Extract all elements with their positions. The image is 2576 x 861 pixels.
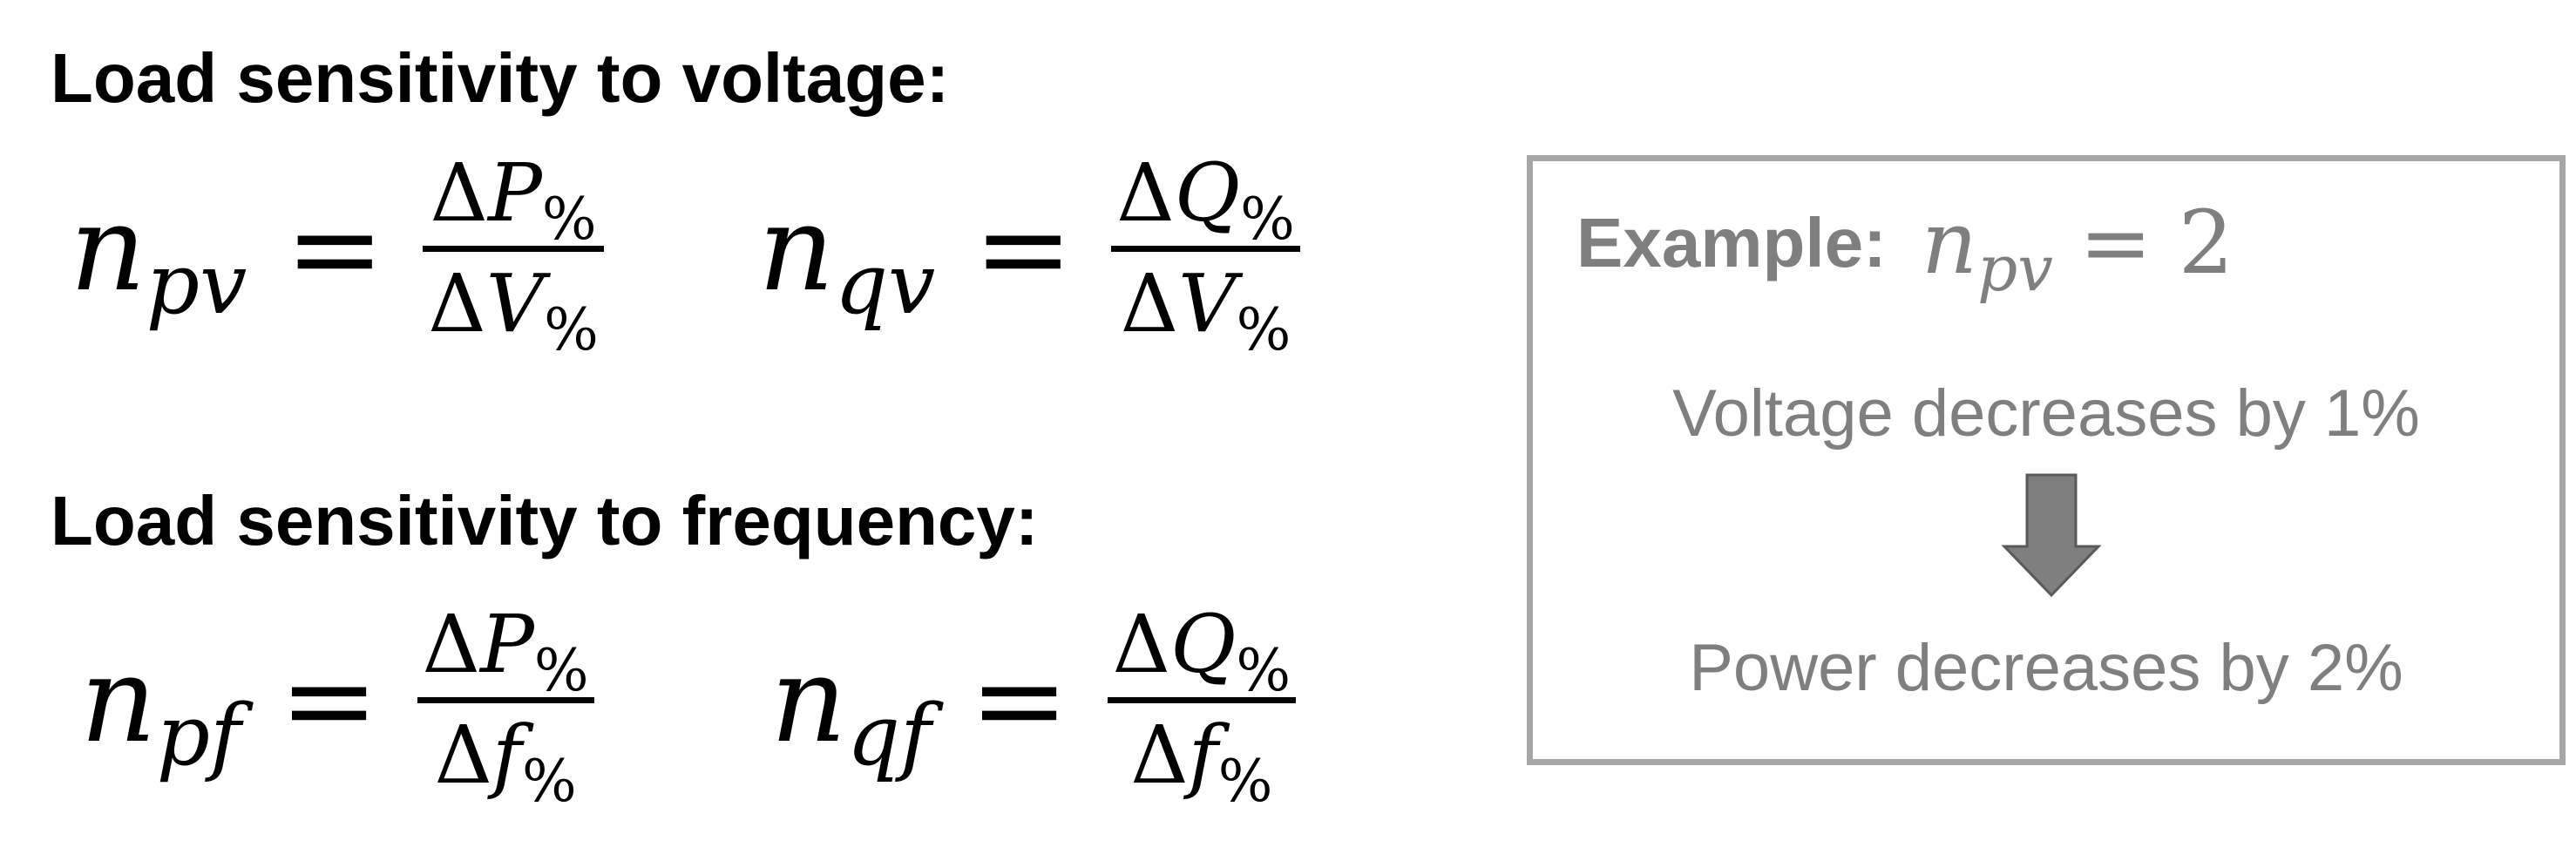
equation-nqv-base: n [758,180,835,318]
equation-nqf-subscript: qf [846,686,932,784]
fraction: ΔQ% Δf% [1107,605,1297,810]
denominator-variable: V [485,257,545,350]
equation-npv-lhs: npv [70,190,247,326]
numerator-variable: P [487,146,542,240]
example-voltage-statement: Voltage decreases by 1% [1672,376,2420,451]
fraction-denominator: ΔV% [1115,252,1297,359]
fraction-numerator: ΔP% [425,153,602,248]
example-equation: npv=2 [1922,200,2234,301]
equals-sign: = [2078,192,2152,294]
numerator-variable: P [479,598,534,691]
equation-npf-base: n [80,631,157,769]
fraction-numerator: ΔQ% [1111,153,1300,248]
fraction-numerator: ΔQ% [1108,605,1297,700]
equation-nqv: nqv = ΔQ% ΔV% [758,153,1300,359]
fraction-denominator: Δf% [1125,703,1278,810]
fraction-denominator: Δf% [429,703,581,810]
equation-npv-subscript: pv [146,234,247,333]
numerator-variable: Q [1169,598,1237,691]
delta-symbol: Δ [1130,708,1189,802]
fraction-bar [417,697,594,703]
percent-subscript: % [1236,637,1291,705]
equation-npv: npv = ΔP% ΔV% [70,153,604,359]
example-box: Example: npv=2 Voltage decreases by 1% P… [1527,155,2566,765]
equals-sign: = [969,631,1069,769]
percent-subscript: % [541,186,597,254]
example-value: 2 [2178,192,2234,294]
denominator-variable: f [491,708,522,802]
fraction-bar [1107,697,1297,703]
percent-subscript: % [1236,296,1291,364]
fraction-bar [423,246,604,252]
delta-symbol: Δ [428,257,486,350]
down-arrow-icon [2001,473,2102,598]
example-equation-base: n [1921,192,1978,294]
fraction: ΔQ% ΔV% [1111,153,1300,359]
delta-symbol: Δ [1116,146,1175,240]
equation-nqf-lhs: nqf [770,641,932,777]
numerator-variable: Q [1174,146,1241,240]
percent-subscript: % [521,748,577,816]
delta-symbol: Δ [430,146,488,240]
denominator-variable: V [1178,257,1237,350]
example-power-statement: Power decreases by 2% [1689,631,2403,705]
equals-sign: = [279,631,379,769]
fraction-denominator: ΔV% [423,252,604,359]
delta-symbol: Δ [1120,257,1179,350]
heading-voltage-sensitivity: Load sensitivity to voltage: [51,39,950,117]
fraction-bar [1111,246,1300,252]
example-header: Example: npv=2 [1576,200,2234,301]
equation-npf: npf = ΔP% Δf% [80,605,594,810]
percent-subscript: % [533,637,589,705]
percent-subscript: % [1217,748,1273,816]
delta-symbol: Δ [1112,598,1170,691]
delta-symbol: Δ [422,598,480,691]
denominator-variable: f [1188,708,1218,802]
percent-subscript: % [544,296,599,364]
fraction-numerator: ΔP% [417,605,594,700]
equation-npf-lhs: npf [80,641,241,777]
equals-sign: = [285,180,385,318]
equation-nqv-subscript: qv [834,234,936,333]
fraction: ΔP% ΔV% [423,153,604,359]
heading-frequency-sensitivity: Load sensitivity to frequency: [51,482,1039,559]
equation-nqf-base: n [770,631,847,769]
example-equation-subscript: pv [1977,232,2053,306]
percent-subscript: % [1240,186,1295,254]
equation-nqv-lhs: nqv [758,190,935,326]
equals-sign: = [973,180,1074,318]
equation-npf-subscript: pf [156,686,241,784]
example-label: Example: [1576,204,1887,281]
equation-npv-base: n [70,180,146,318]
delta-symbol: Δ [434,708,492,802]
equation-nqf: nqf = ΔQ% Δf% [770,605,1297,810]
fraction: ΔP% Δf% [417,605,594,810]
